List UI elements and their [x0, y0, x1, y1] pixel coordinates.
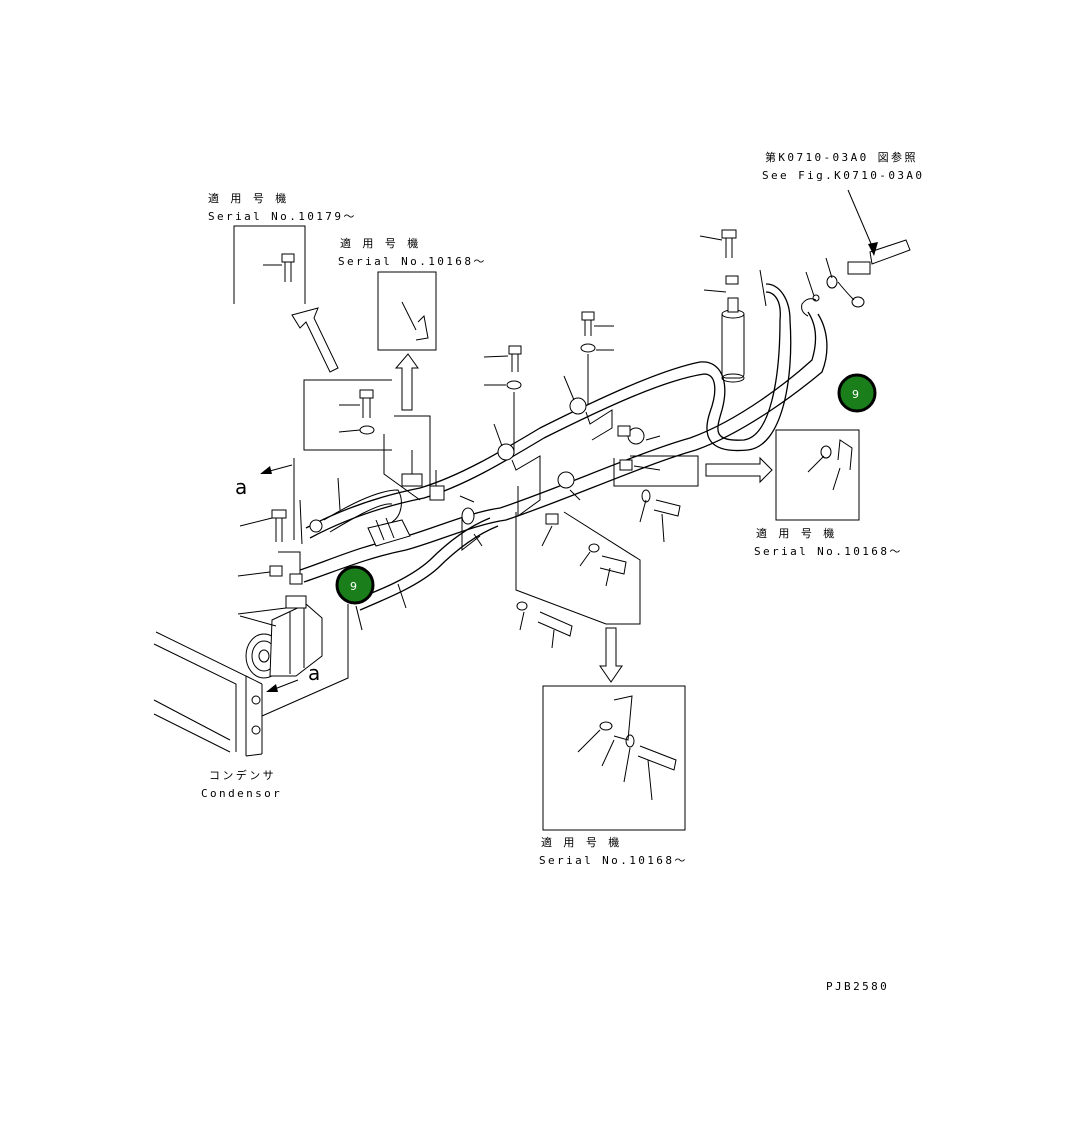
serial-heading-1: 適 用 号 機 [208, 191, 289, 205]
detail-box-bolt-washer [303, 379, 392, 451]
leader-receiver-hose [759, 269, 767, 307]
receiver-drier [699, 229, 745, 383]
serial-no-3: Serial No.10168～ [754, 545, 903, 558]
view-a-top-label: a [235, 475, 247, 499]
serial-no-2: Serial No.10168～ [338, 255, 487, 268]
leader-discharge-2 [397, 583, 407, 609]
callout-9-left-text: 9 [350, 580, 357, 593]
serial-no-4: Serial No.10168～ [539, 854, 688, 867]
callout-9-right-text: 9 [852, 388, 859, 401]
clamp-group-upper [483, 345, 541, 517]
reference-en: See Fig.K0710-03A0 [762, 169, 924, 182]
view-a-bottom-label: a [308, 661, 320, 685]
compressor [239, 595, 323, 679]
callout-9-left: 9 [335, 565, 375, 605]
view-a-top-arrowhead [260, 466, 272, 474]
detail-box-clip-serial-10168-bottom [542, 685, 686, 831]
liquid-hose [305, 283, 792, 539]
reference-jp: 第K0710-03A0 図参照 [765, 150, 918, 164]
arrow-to-serial-10168-top [394, 353, 419, 411]
view-a-bottom-arrowhead [266, 684, 278, 692]
detail-box-bolt-serial-10179 [233, 225, 306, 304]
condenser-label-jp: コンデンサ [209, 768, 276, 782]
bracket-center [383, 415, 483, 552]
condenser-label-en: Condensor [201, 787, 282, 800]
clamp-group-lower [557, 425, 699, 543]
drawing-code: PJB2580 [826, 980, 889, 993]
arrow-to-serial-10168-bottom [599, 627, 623, 683]
condenser [153, 631, 263, 757]
detail-box-clip-serial-10168-right [775, 429, 860, 521]
leader-discharge-1 [355, 605, 363, 631]
pressure-switch [805, 189, 911, 308]
discharge-hose [261, 517, 499, 717]
detail-box-bracket-serial-10168 [377, 271, 437, 351]
serial-no-1: Serial No.10179～ [208, 210, 357, 223]
compressor-fittings [237, 458, 411, 615]
bracket-branch-lower [515, 511, 641, 649]
serial-heading-3: 適 用 号 機 [756, 526, 837, 540]
serial-heading-2: 適 用 号 機 [340, 236, 421, 250]
arrow-to-serial-10168-right [705, 456, 773, 484]
serial-heading-4: 適 用 号 機 [541, 835, 622, 849]
clamp-group-middle [563, 311, 614, 441]
callout-9-right: 9 [837, 373, 877, 413]
arrow-to-serial-10179 [291, 307, 339, 373]
